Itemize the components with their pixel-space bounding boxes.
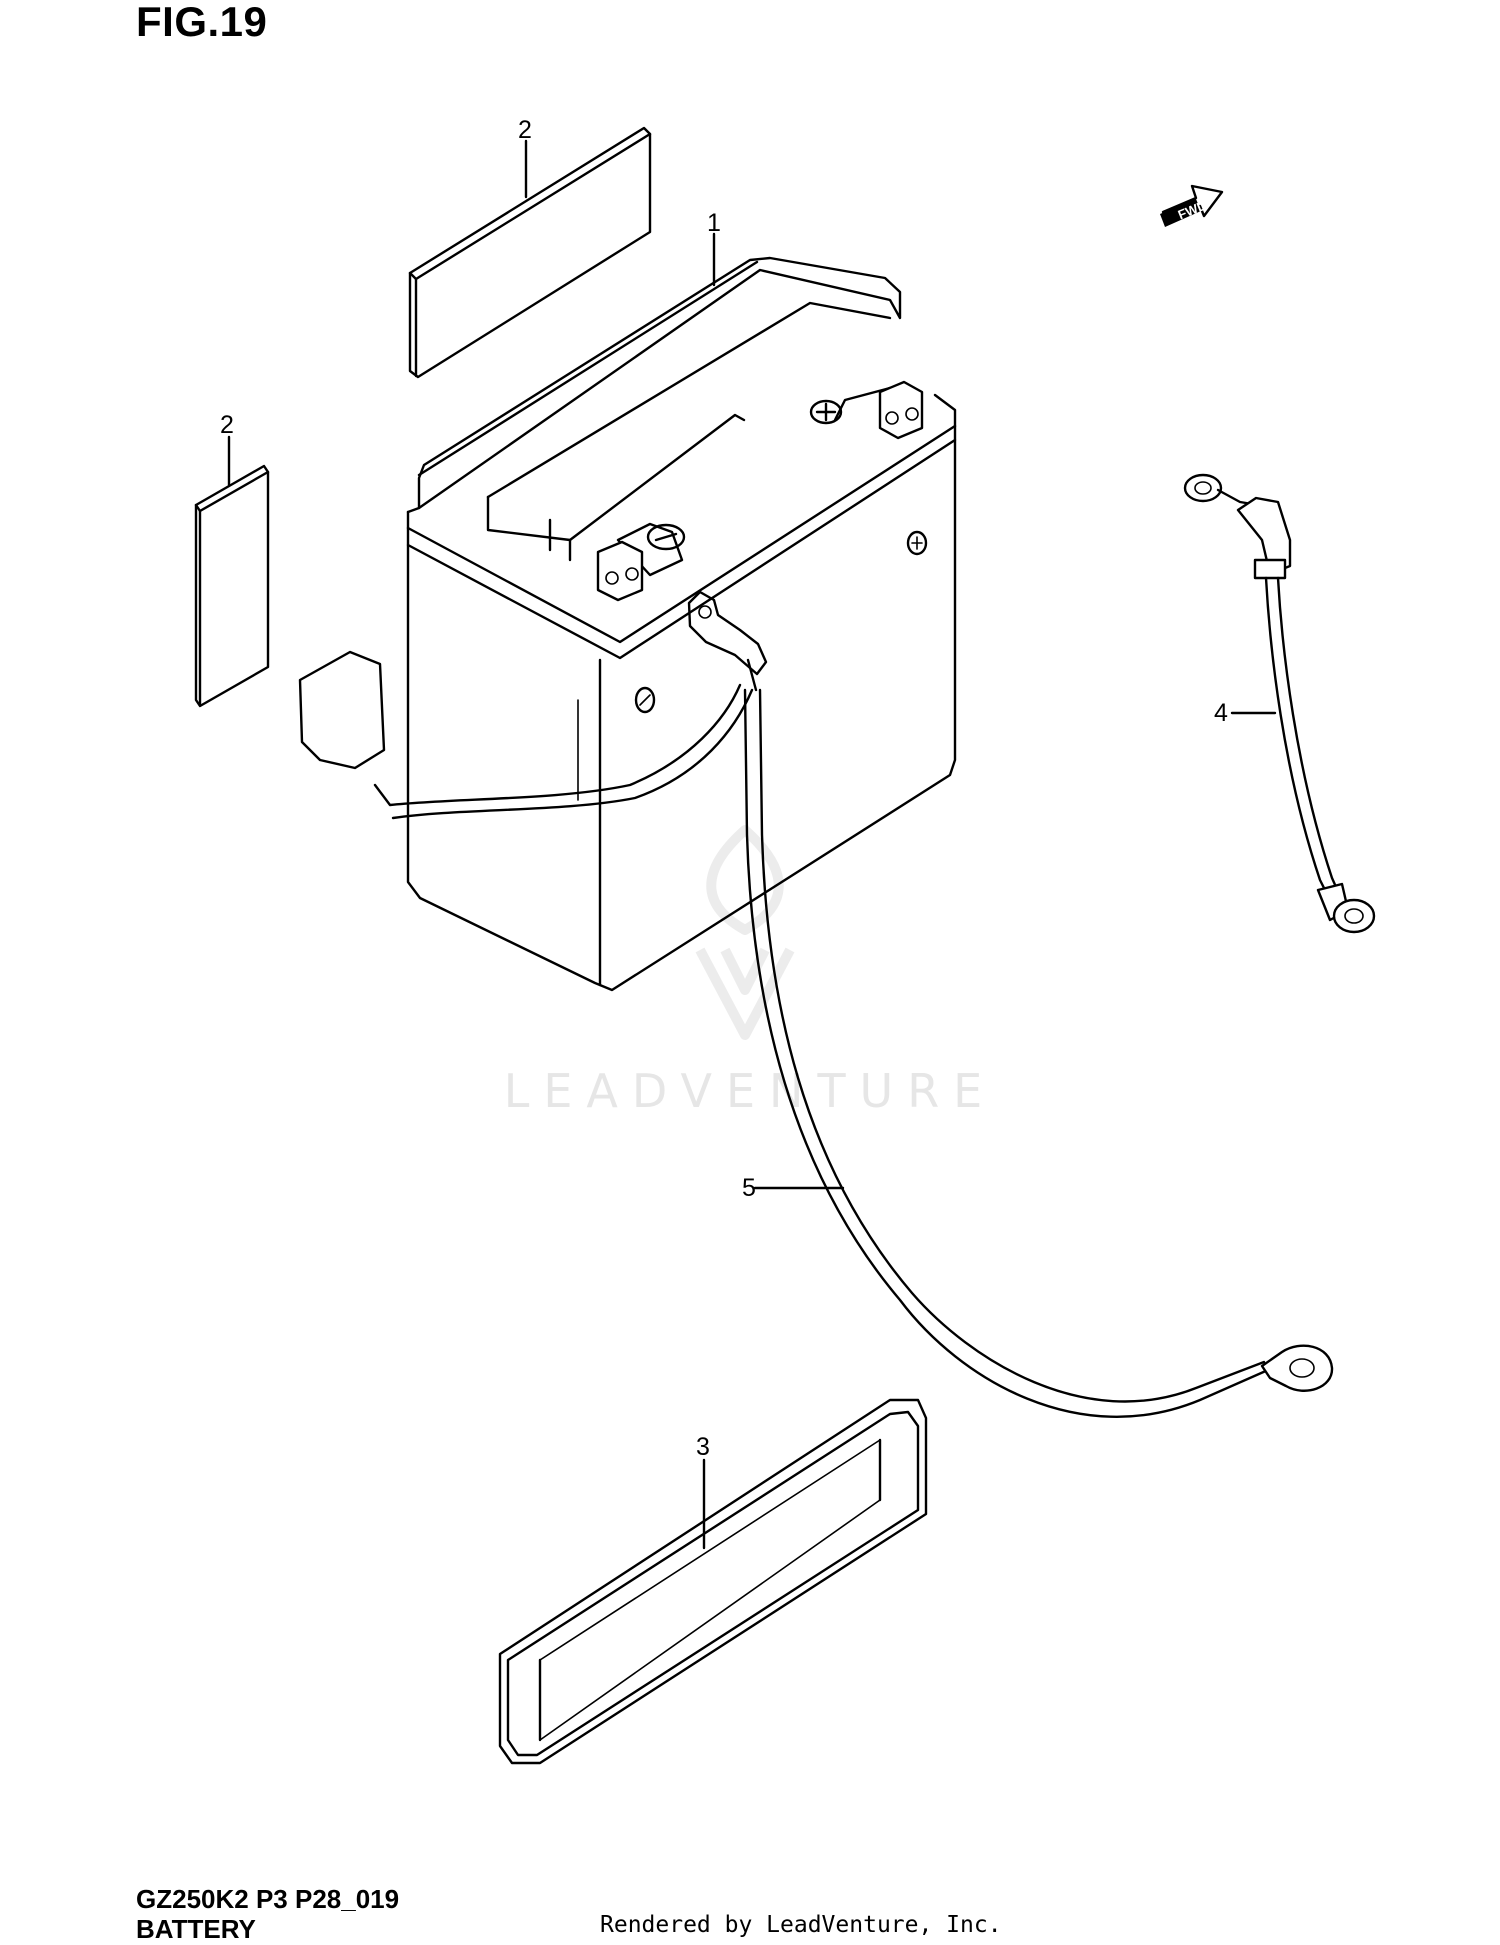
section-title: BATTERY [136,1914,256,1944]
callout-1: 1 [707,209,721,237]
callout-4: 4 [1214,699,1228,727]
diagram-code: GZ250K2 P3 P28_019 [136,1884,400,1914]
figure-title: FIG.19 [136,0,268,45]
battery-lead-long: 5 [298,590,1334,1418]
label-sheet-top: 2 [408,116,652,379]
label-sheet-side: 2 [194,411,270,708]
watermark-logo [695,825,795,1040]
watermark-text: LEADVENTURE [503,1064,997,1118]
battery-body: 1 [406,209,957,992]
fwd-direction-badge: FWD [1160,184,1224,227]
rendered-by-credit: Rendered by LeadVenture, Inc. [600,1912,1002,1938]
fwd-label: FWD [1176,197,1209,222]
callout-2-side: 2 [220,411,234,439]
battery-band: 3 [498,1398,928,1765]
callout-5: 5 [742,1174,756,1202]
callout-3: 3 [696,1433,710,1461]
battery-lead-short: 4 [1183,473,1376,934]
callout-2-top: 2 [518,116,532,144]
